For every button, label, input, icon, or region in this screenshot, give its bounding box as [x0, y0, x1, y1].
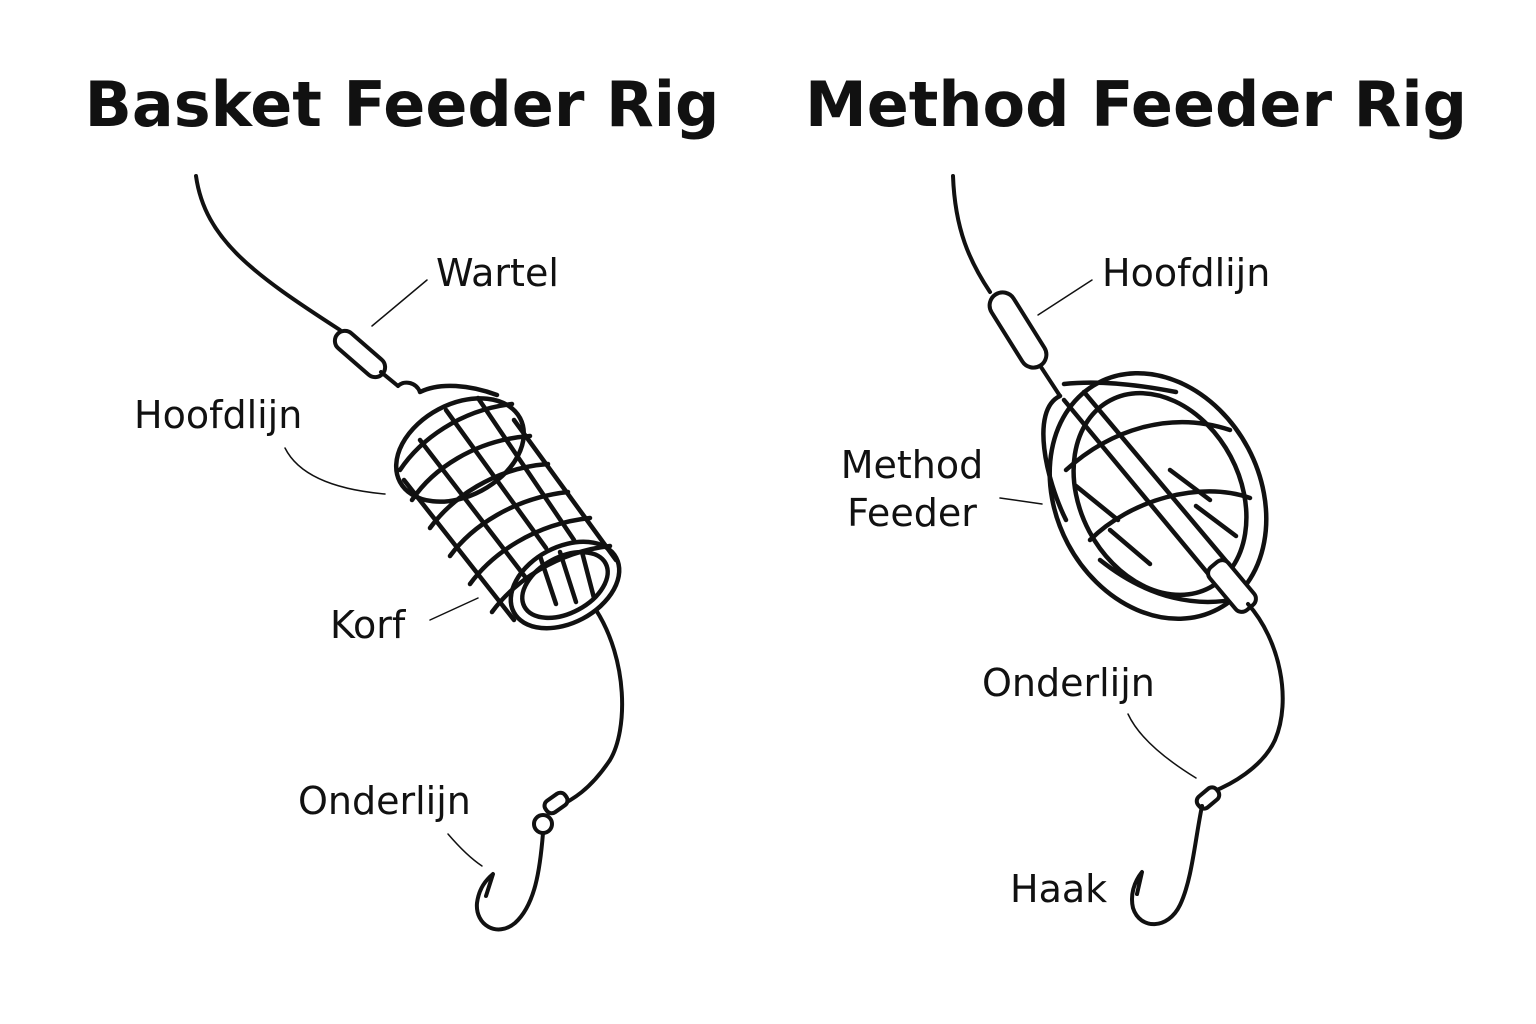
method-label-feeder: Feeder: [847, 491, 977, 535]
method-label-hoofdlijn: Hoofdlijn: [1102, 251, 1270, 295]
basket-hook: [474, 831, 545, 932]
method-label-haak: Haak: [1010, 867, 1107, 911]
basket-rig-title: Basket Feeder Rig: [85, 68, 720, 141]
basket-label-wartel: Wartel: [436, 251, 559, 295]
wartel-leader-line: [371, 279, 428, 327]
basket-label-onderlijn: Onderlijn: [298, 779, 471, 823]
basket-main-line: [194, 174, 342, 332]
method-hook-knot: [1194, 785, 1222, 811]
basket-hook-link: [554, 608, 625, 810]
korf-leader-line: [429, 597, 479, 621]
method-hook: [1130, 804, 1204, 927]
method-label-method: Method: [841, 443, 984, 487]
basket-hook-swivel: [532, 790, 570, 835]
method-feeder-rig: Method Feeder Rig: [805, 68, 1467, 927]
basket-feeder-cage: [393, 383, 622, 631]
basket-hoofdlijn-leader-line: [284, 447, 386, 495]
method-feeder-body: [1041, 371, 1269, 621]
method-hook-link: [1210, 602, 1285, 794]
method-onderlijn-leader-line: [1127, 713, 1197, 779]
method-label-onderlijn: Onderlijn: [982, 661, 1155, 705]
method-hoofdlijn-leader-line: [1037, 279, 1093, 316]
basket-label-korf: Korf: [330, 603, 407, 647]
method-main-line: [951, 174, 992, 294]
basket-label-hoofdlijn: Hoofdlijn: [134, 393, 302, 437]
basket-feeder-rig: Basket Feeder Rig: [85, 68, 720, 932]
method-rig-title: Method Feeder Rig: [805, 68, 1467, 141]
method-swivel: [987, 290, 1049, 370]
method-feeder-leader-line: [999, 497, 1043, 505]
basket-onderlijn-leader-line: [447, 833, 483, 867]
